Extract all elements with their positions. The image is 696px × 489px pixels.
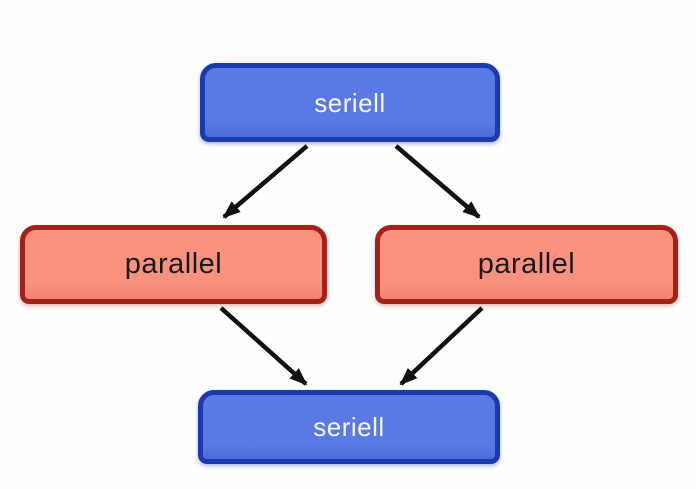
arrow-left-parallel-to-bottom [219,306,308,386]
node-label: seriell [313,412,385,442]
node-right-parallel: parallel [375,225,678,304]
node-top-seriell: seriell [200,63,500,142]
node-label: parallel [124,248,223,280]
node-label: seriell [314,87,386,118]
node-label: parallel [477,248,576,280]
node-bottom-seriell: seriell [198,390,500,464]
arrow-right-parallel-to-bottom [399,306,484,386]
arrow-top-to-left-parallel [222,144,309,219]
arrow-top-to-right-parallel [394,144,481,219]
node-left-parallel: parallel [20,225,327,304]
